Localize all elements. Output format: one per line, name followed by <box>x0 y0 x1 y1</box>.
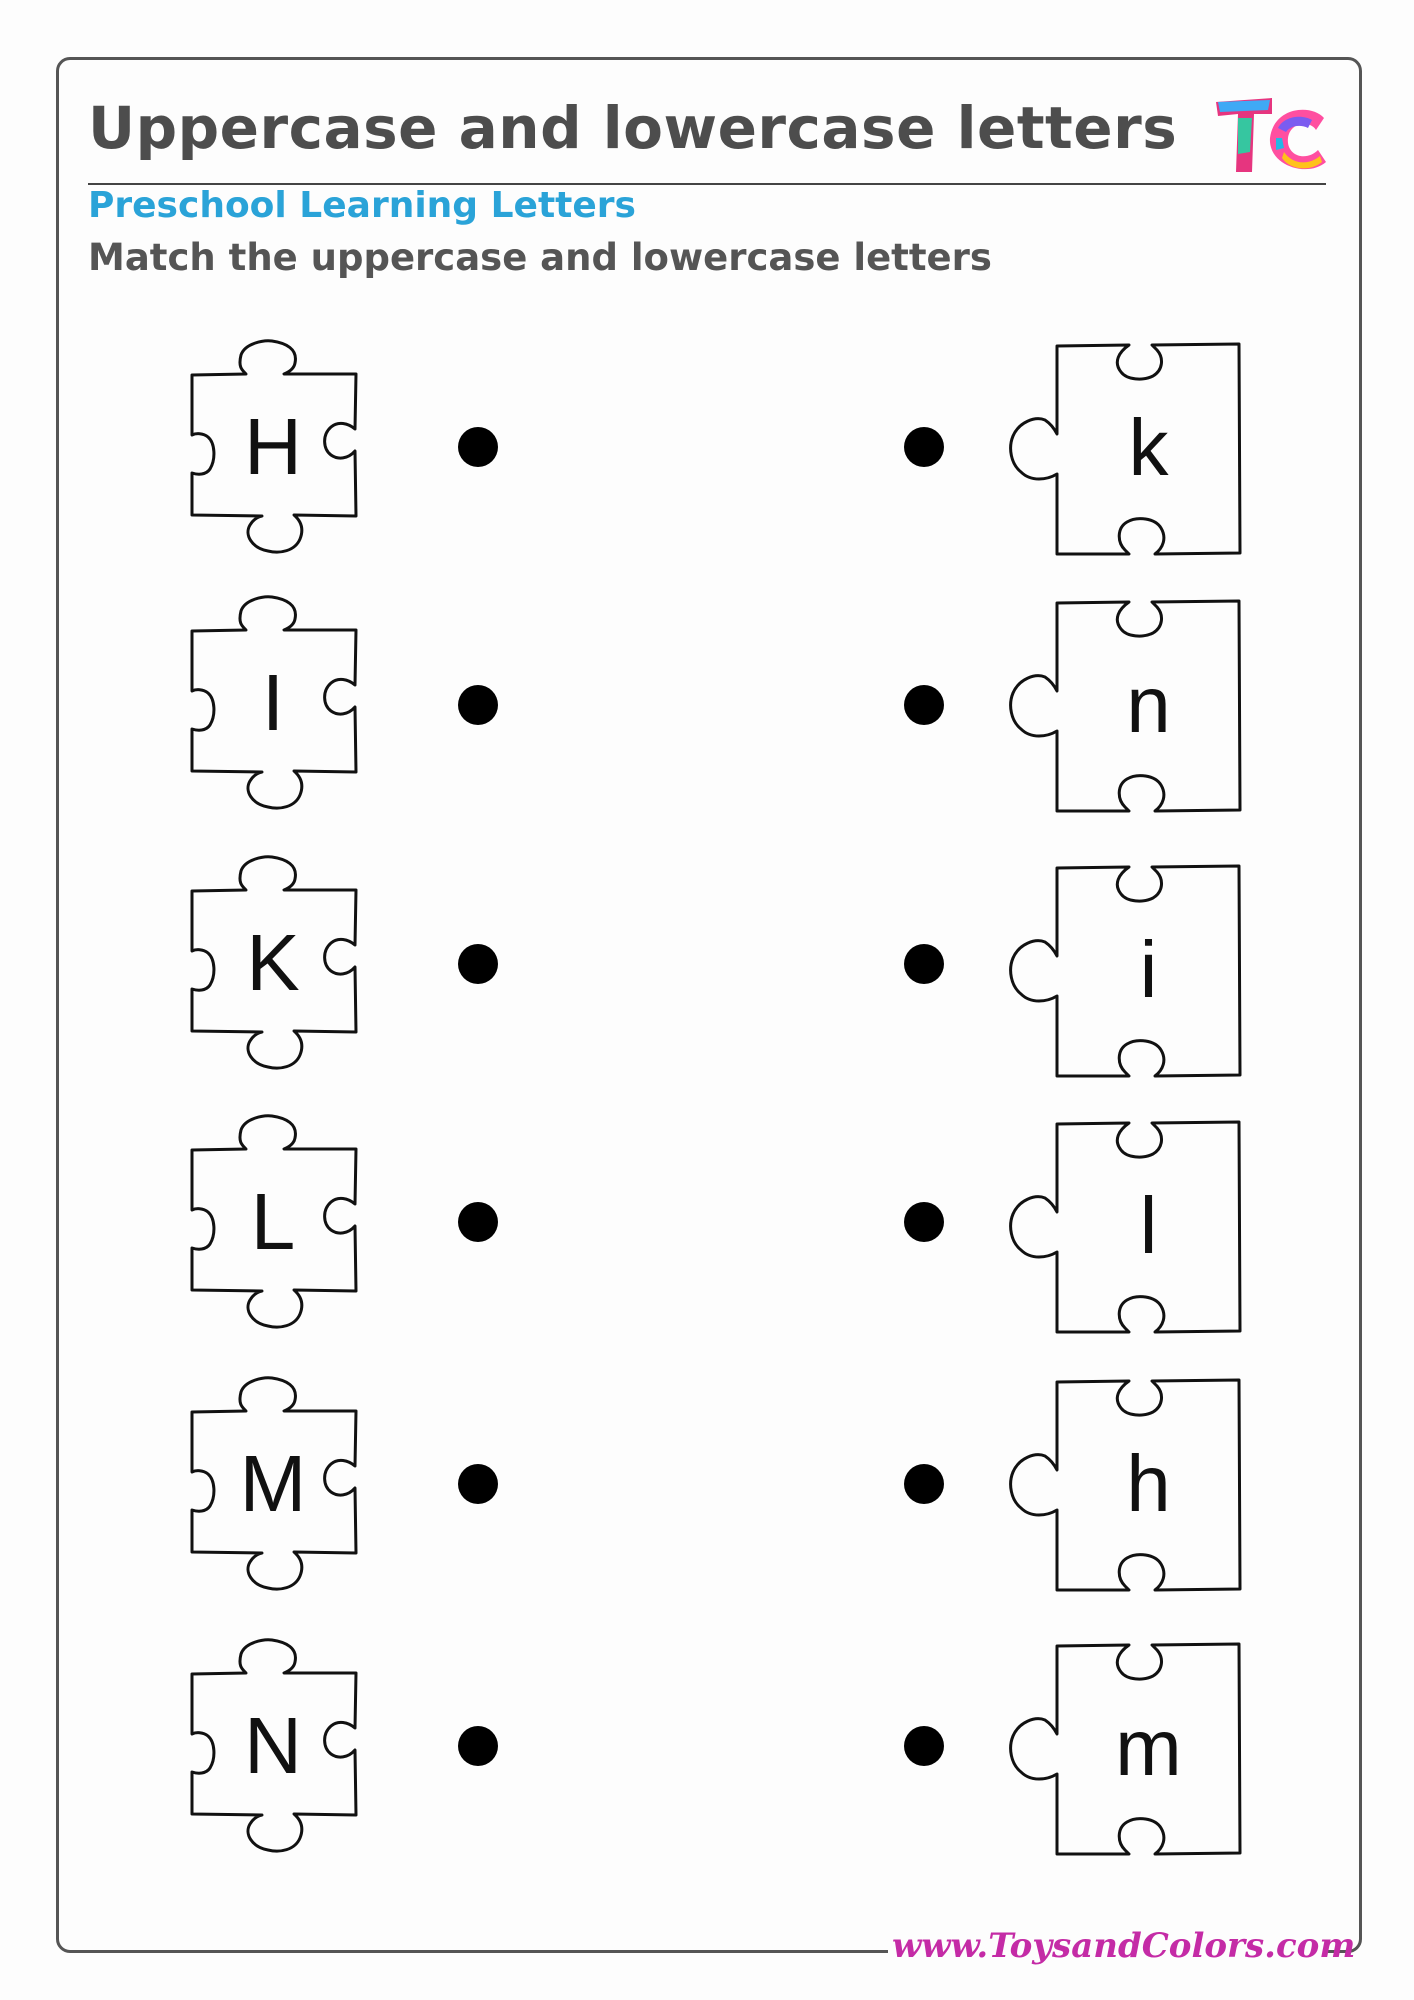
right-match-dot[interactable] <box>904 427 944 467</box>
uppercase-letter: L <box>250 1177 296 1266</box>
right-match-dot[interactable] <box>904 1726 944 1766</box>
instruction-text: Match the uppercase and lowercase letter… <box>88 236 992 279</box>
left-match-dot[interactable] <box>458 427 498 467</box>
uppercase-puzzle-piece: N <box>188 1636 358 1856</box>
toysandcolors-logo <box>1212 92 1332 182</box>
left-match-dot[interactable] <box>458 1464 498 1504</box>
uppercase-letter: H <box>244 402 302 491</box>
lowercase-puzzle-piece: l <box>1007 1118 1242 1334</box>
uppercase-letter: M <box>239 1439 307 1528</box>
lowercase-letter: n <box>1126 660 1171 749</box>
lowercase-letter: k <box>1128 403 1169 492</box>
left-match-dot[interactable] <box>458 1726 498 1766</box>
uppercase-letter: N <box>244 1701 302 1790</box>
uppercase-puzzle-piece: I <box>188 593 358 813</box>
left-match-dot[interactable] <box>458 944 498 984</box>
uppercase-puzzle-piece: H <box>188 337 358 557</box>
left-match-dot[interactable] <box>458 1202 498 1242</box>
subtitle: Preschool Learning Letters <box>88 185 636 226</box>
right-match-dot[interactable] <box>904 944 944 984</box>
title-divider <box>88 183 1326 185</box>
lowercase-puzzle-piece: i <box>1007 862 1242 1078</box>
worksheet-frame <box>56 57 1362 1953</box>
page-title: Uppercase and lowercase letters <box>88 94 1178 162</box>
right-match-dot[interactable] <box>904 1202 944 1242</box>
lowercase-puzzle-piece: h <box>1007 1376 1242 1592</box>
lowercase-letter: h <box>1126 1439 1171 1528</box>
lowercase-letter: m <box>1115 1703 1182 1792</box>
lowercase-letter: l <box>1139 1181 1158 1270</box>
footer-gap <box>888 1935 1323 1975</box>
lowercase-puzzle-piece: n <box>1007 597 1242 813</box>
uppercase-puzzle-piece: M <box>188 1374 358 1594</box>
right-match-dot[interactable] <box>904 1464 944 1504</box>
uppercase-letter: K <box>246 918 300 1007</box>
lowercase-puzzle-piece: m <box>1007 1640 1242 1856</box>
lowercase-puzzle-piece: k <box>1007 340 1242 556</box>
left-match-dot[interactable] <box>458 685 498 725</box>
uppercase-letter: I <box>261 658 285 747</box>
uppercase-puzzle-piece: K <box>188 853 358 1073</box>
footer-website-link[interactable]: www.ToysandColors.com <box>892 1926 1356 1966</box>
right-match-dot[interactable] <box>904 685 944 725</box>
uppercase-puzzle-piece: L <box>188 1112 358 1332</box>
lowercase-letter: i <box>1139 925 1158 1014</box>
